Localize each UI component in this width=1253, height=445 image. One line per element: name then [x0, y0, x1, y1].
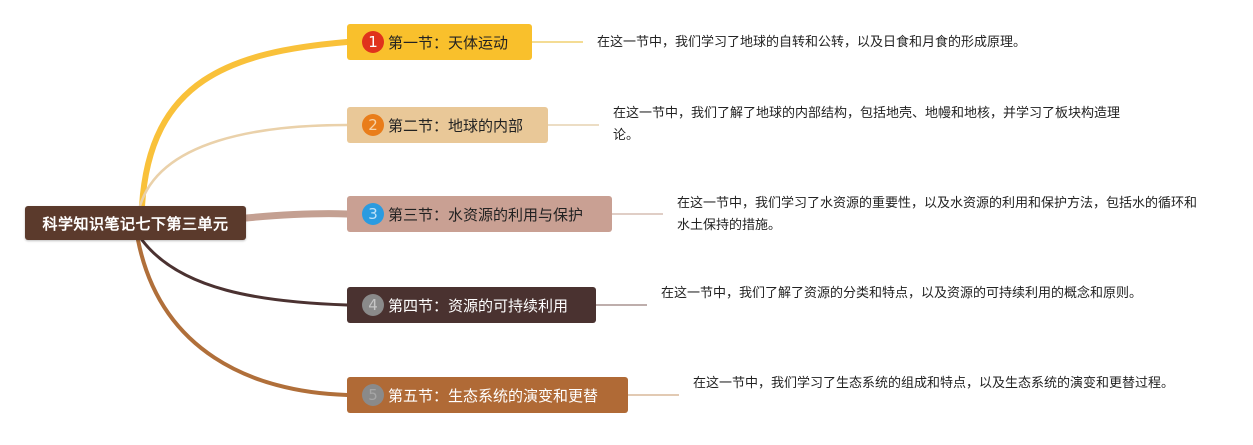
branch-topic-label: 第四节：资源的可持续利用: [388, 296, 569, 315]
branch-curve-4: [140, 238, 349, 307]
branch-curve-2: [138, 123, 349, 208]
number-badge-icon: 5: [362, 384, 384, 406]
branch-topic-label: 第三节：水资源的利用与保护: [388, 205, 584, 224]
branch-description-2: 在这一节中，我们了解了地球的内部结构，包括地壳、地幔和地核，并学习了板块构造理论…: [613, 106, 1121, 143]
branch-curve-1: [139, 39, 350, 209]
root-topic[interactable]: 科学知识笔记七下第三单元: [25, 206, 246, 240]
branch-topic-label: 第一节：天体运动: [388, 33, 509, 52]
number-badge-icon: 4: [362, 294, 384, 316]
number-badge-icon: 2: [362, 114, 384, 136]
branch-topic-label: 第五节：生态系统的演变和更替: [388, 386, 599, 405]
branch-curve-5: [136, 238, 349, 397]
branch-description-5: 在这一节中，我们学习了生态系统的组成和特点，以及生态系统的演变和更替过程。: [693, 376, 1175, 391]
root-topic-label: 科学知识笔记七下第三单元: [42, 214, 229, 233]
branch-topic-label: 第二节：地球的内部: [388, 116, 524, 135]
branch-description-1: 在这一节中，我们学习了地球的自转和公转，以及日食和月食的形成原理。: [597, 35, 1027, 50]
branch-description-3: 在这一节中，我们学习了水资源的重要性，以及水资源的利用和保护方法，包括水的循环和…: [677, 196, 1198, 233]
branch-curve-3: [242, 210, 351, 222]
branch-description-4: 在这一节中，我们了解了资源的分类和特点，以及资源的可持续利用的概念和原则。: [661, 286, 1143, 301]
number-badge-icon: 3: [362, 203, 384, 225]
number-badge-icon: 1: [362, 31, 384, 53]
